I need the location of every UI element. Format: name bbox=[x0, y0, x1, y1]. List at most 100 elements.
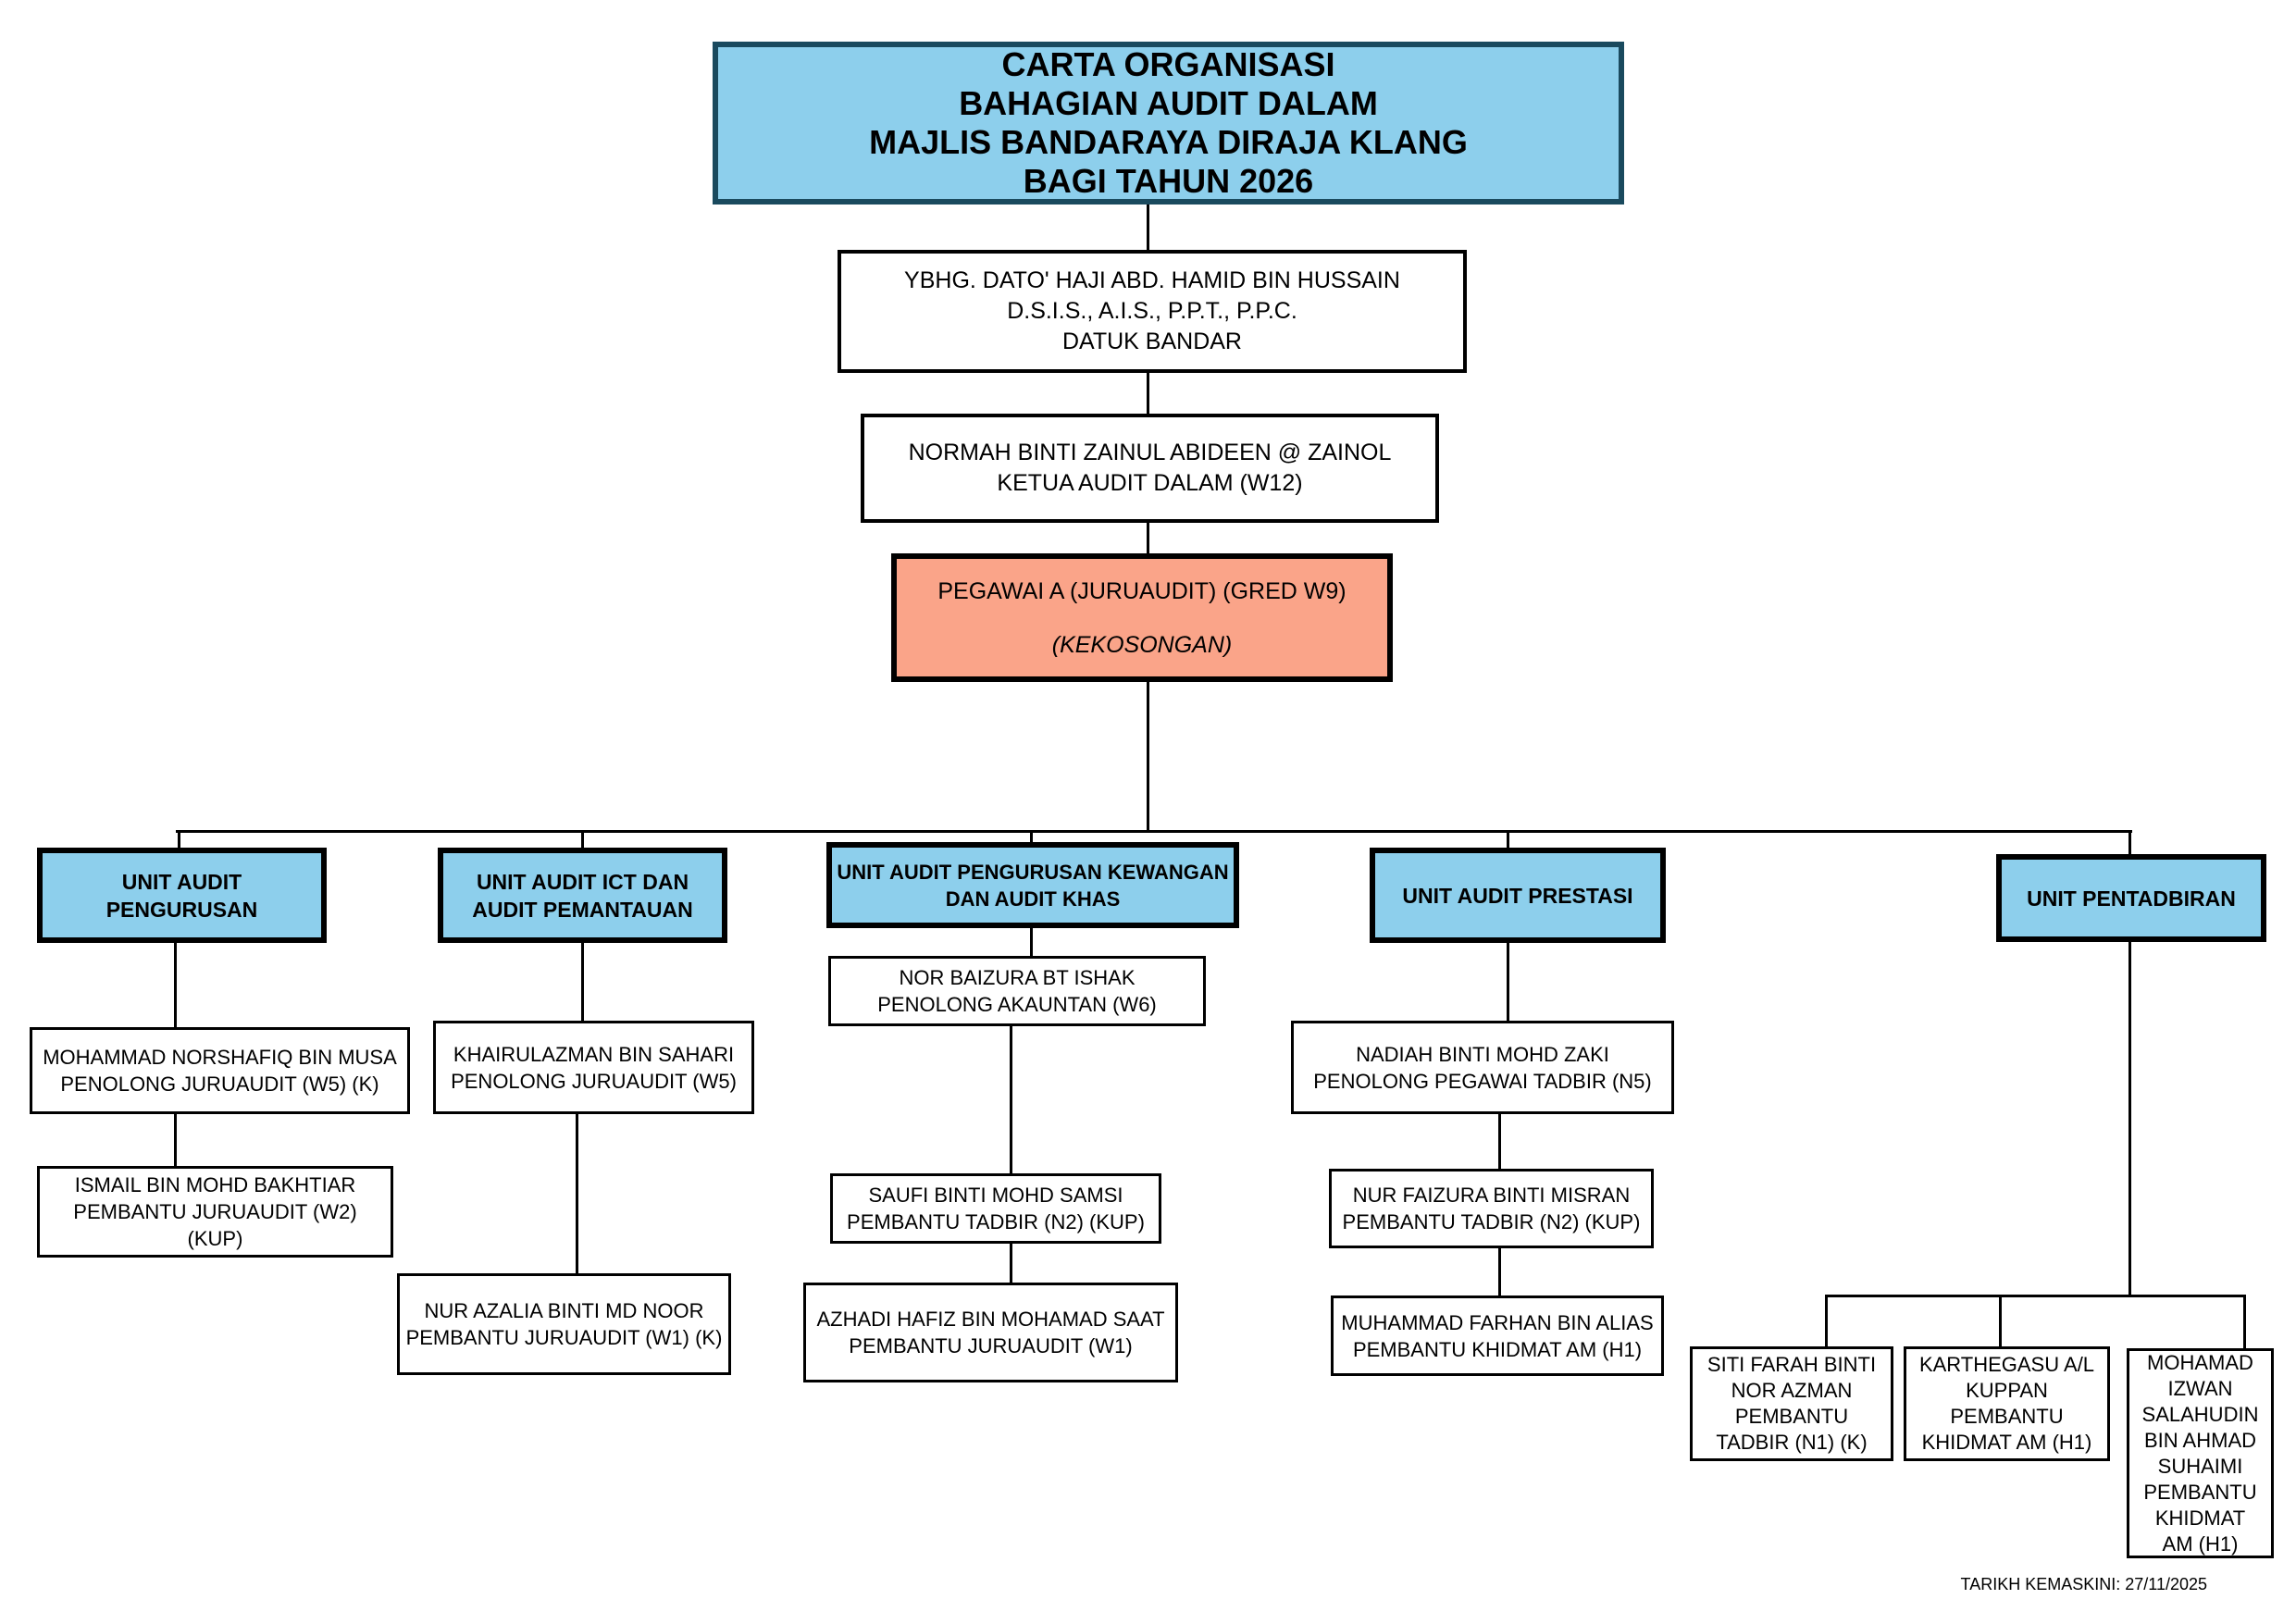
title-line: BAGI TAHUN 2026 bbox=[1023, 162, 1314, 200]
connector-unit3-staff3 bbox=[1010, 1243, 1012, 1283]
staff-name: BIN AHMAD bbox=[2143, 1428, 2257, 1452]
staff-post: KHIDMAT AM (H1) bbox=[1921, 1431, 2092, 1454]
staff-name: MOHAMAD bbox=[2147, 1350, 2253, 1374]
unit-name-line: UNIT PENTADBIRAN bbox=[2027, 886, 2236, 911]
staff-post: PENOLONG AKAUNTAN (W6) bbox=[877, 993, 1157, 1016]
officer-post: KETUA AUDIT DALAM (W12) bbox=[997, 470, 1303, 496]
staff-name: SUHAIMI bbox=[2157, 1454, 2243, 1478]
drop-unit-2 bbox=[581, 830, 584, 848]
unit-5-header-box: UNIT PENTADBIRAN bbox=[1996, 854, 2266, 942]
staff-name: KHAIRULAZMAN BIN SAHARI bbox=[453, 1042, 735, 1066]
drop-unit5-child1 bbox=[1825, 1295, 1828, 1346]
title-line: MAJLIS BANDARAYA DIRAJA KLANG bbox=[869, 123, 1468, 161]
unit-5-staff-2-box: KARTHEGASU A/L KUPPAN PEMBANTU KHIDMAT A… bbox=[1904, 1346, 2110, 1461]
connector-unit1-staff2 bbox=[174, 1113, 177, 1166]
vacancy-box: PEGAWAI A (JURUAUDIT) (GRED W9) (KEKOSON… bbox=[891, 553, 1393, 682]
vacancy-status: (KEKOSONGAN) bbox=[1051, 631, 1233, 658]
connector-unit4-staff2 bbox=[1498, 1113, 1501, 1169]
staff-name: SAUFI BINTI MOHD SAMSI bbox=[868, 1184, 1123, 1207]
staff-post: PEMBANTU bbox=[2143, 1480, 2257, 1504]
staff-post: PEMBANTU JURUAUDIT (W2) bbox=[73, 1200, 357, 1223]
datuk-bandar-box: YBHG. DATO' HAJI ABD. HAMID BIN HUSSAIN … bbox=[838, 250, 1467, 373]
unit-name-line: UNIT AUDIT PRESTASI bbox=[1402, 883, 1633, 908]
staff-post: PENOLONG PEGAWAI TADBIR (N5) bbox=[1313, 1069, 1652, 1093]
staff-name: KUPPAN bbox=[1966, 1379, 2048, 1402]
staff-post: PENOLONG JURUAUDIT (W5) bbox=[451, 1069, 737, 1093]
connector-unit4-staff3 bbox=[1498, 1247, 1501, 1295]
staff-post: PENOLONG JURUAUDIT (W5) (K) bbox=[60, 1072, 379, 1096]
unit-3-staff-1-box: NOR BAIZURA BT ISHAK PENOLONG AKAUNTAN (… bbox=[828, 956, 1206, 1026]
staff-name: NADIAH BINTI MOHD ZAKI bbox=[1356, 1042, 1609, 1066]
unit-3-staff-3-box: AZHADI HAFIZ BIN MOHAMAD SAAT PEMBANTU J… bbox=[803, 1283, 1178, 1382]
connector-unit2-staff1 bbox=[581, 942, 584, 1021]
staff-name: NUR AZALIA BINTI MD NOOR bbox=[424, 1299, 704, 1322]
staff-name: ISMAIL BIN MOHD BAKHTIAR bbox=[74, 1173, 356, 1196]
staff-name: AZHADI HAFIZ BIN MOHAMAD SAAT bbox=[816, 1308, 1165, 1331]
staff-name: SALAHUDIN bbox=[2141, 1402, 2259, 1426]
connector-title-to-datuk-bandar bbox=[1147, 204, 1149, 250]
drop-unit-3 bbox=[1030, 830, 1033, 844]
staff-post: TADBIR (N1) (K) bbox=[1716, 1431, 1868, 1454]
title-box: CARTA ORGANISASI BAHAGIAN AUDIT DALAM MA… bbox=[713, 42, 1624, 205]
unit-4-staff-1-box: NADIAH BINTI MOHD ZAKI PENOLONG PEGAWAI … bbox=[1291, 1021, 1674, 1114]
drop-unit-4 bbox=[1507, 830, 1509, 848]
unit-2-header-box: UNIT AUDIT ICT DAN AUDIT PEMANTAUAN bbox=[438, 848, 727, 943]
unit-3-staff-2-box: SAUFI BINTI MOHD SAMSI PEMBANTU TADBIR (… bbox=[830, 1173, 1161, 1244]
unit-5-staff-3-box: MOHAMAD IZWAN SALAHUDIN BIN AHMAD SUHAIM… bbox=[2127, 1348, 2274, 1558]
staff-name: NOR BAIZURA BT ISHAK bbox=[899, 966, 1136, 989]
unit-name-line: UNIT AUDIT ICT DAN bbox=[476, 869, 689, 894]
staff-post: PEMBANTU JURUAUDIT (W1) (K) bbox=[405, 1326, 723, 1349]
staff-post: PEMBANTU bbox=[1734, 1405, 1849, 1428]
unit-2-staff-2-box: NUR AZALIA BINTI MD NOOR PEMBANTU JURUAU… bbox=[397, 1273, 731, 1375]
connector-unit4-staff1 bbox=[1507, 942, 1509, 1021]
staff-post: PEMBANTU TADBIR (N2) (KUP) bbox=[1342, 1210, 1641, 1233]
unit-name-line: UNIT AUDIT bbox=[121, 869, 242, 894]
officer-name: YBHG. DATO' HAJI ABD. HAMID BIN HUSSAIN bbox=[904, 267, 1400, 293]
staff-post: PEMBANTU TADBIR (N2) (KUP) bbox=[847, 1210, 1145, 1233]
officer-post: DATUK BANDAR bbox=[1061, 329, 1242, 354]
connector-unit1-staff1 bbox=[174, 942, 177, 1027]
title-line: BAHAGIAN AUDIT DALAM bbox=[959, 84, 1378, 122]
connector-unit5-trunk bbox=[2128, 942, 2131, 1296]
ketua-audit-dalam-box: NORMAH BINTI ZAINUL ABIDEEN @ ZAINOL KET… bbox=[861, 414, 1439, 523]
staff-name: MOHAMMAD NORSHAFIQ BIN MUSA bbox=[43, 1046, 397, 1069]
drop-unit-5 bbox=[2128, 830, 2131, 854]
title-line: CARTA ORGANISASI bbox=[1001, 45, 1335, 83]
spine-line bbox=[176, 830, 2132, 833]
staff-name: NUR FAIZURA BINTI MISRAN bbox=[1352, 1184, 1631, 1207]
unit-1-staff-2-box: ISMAIL BIN MOHD BAKHTIAR PEMBANTU JURUAU… bbox=[37, 1166, 393, 1258]
connector-unit3-staff1 bbox=[1030, 927, 1033, 956]
connector-datuk-bandar-to-ketua-audit bbox=[1147, 373, 1149, 414]
drop-unit-1 bbox=[178, 830, 180, 848]
connector-unit3-staff2 bbox=[1010, 1025, 1012, 1173]
connector-ketua-audit-to-vacancy bbox=[1147, 523, 1149, 553]
drop-unit5-child3 bbox=[2243, 1295, 2246, 1348]
staff-name: MUHAMMAD FARHAN BIN ALIAS bbox=[1341, 1310, 1654, 1334]
unit-3-header-box: UNIT AUDIT PENGURUSAN KEWANGAN DAN AUDIT… bbox=[826, 842, 1239, 928]
staff-name: NOR AZMAN bbox=[1731, 1379, 1853, 1402]
unit-4-header-box: UNIT AUDIT PRESTASI bbox=[1370, 848, 1666, 943]
staff-name: IZWAN bbox=[2167, 1376, 2233, 1400]
update-date-label: TARIKH KEMASKINI: 27/11/2025 bbox=[1960, 1575, 2207, 1593]
staff-name: SITI FARAH BINTI bbox=[1706, 1353, 1877, 1376]
unit-name-line: PENGURUSAN bbox=[105, 897, 258, 922]
unit-5-staff-1-box: SITI FARAH BINTI NOR AZMAN PEMBANTU TADB… bbox=[1690, 1346, 1893, 1461]
staff-post: PEMBANTU bbox=[1950, 1405, 2064, 1428]
staff-post: KHIDMAT bbox=[2154, 1506, 2246, 1530]
unit-name-line: UNIT AUDIT PENGURUSAN KEWANGAN bbox=[837, 860, 1229, 884]
unit-1-staff-1-box: MOHAMMAD NORSHAFIQ BIN MUSA PENOLONG JUR… bbox=[30, 1027, 410, 1114]
unit-name-line: AUDIT PEMANTAUAN bbox=[472, 897, 693, 922]
staff-post: AM (H1) bbox=[2162, 1531, 2239, 1556]
staff-post: PEMBANTU KHIDMAT AM (H1) bbox=[1352, 1337, 1643, 1361]
unit5-children-rail bbox=[1826, 1295, 2246, 1297]
unit-4-staff-3-box: MUHAMMAD FARHAN BIN ALIAS PEMBANTU KHIDM… bbox=[1331, 1295, 1664, 1376]
unit-1-header-box: UNIT AUDIT PENGURUSAN bbox=[37, 848, 327, 943]
officer-name: NORMAH BINTI ZAINUL ABIDEEN @ ZAINOL bbox=[908, 440, 1392, 465]
staff-name: KARTHEGASU A/L bbox=[1918, 1353, 2095, 1376]
vacancy-post: PEGAWAI A (JURUAUDIT) (GRED W9) bbox=[937, 577, 1347, 604]
unit-4-staff-2-box: NUR FAIZURA BINTI MISRAN PEMBANTU TADBIR… bbox=[1329, 1169, 1654, 1248]
unit-name-line: DAN AUDIT KHAS bbox=[945, 886, 1121, 911]
staff-post: PEMBANTU JURUAUDIT (W1) bbox=[849, 1334, 1133, 1357]
drop-unit5-child2 bbox=[1999, 1295, 2002, 1346]
